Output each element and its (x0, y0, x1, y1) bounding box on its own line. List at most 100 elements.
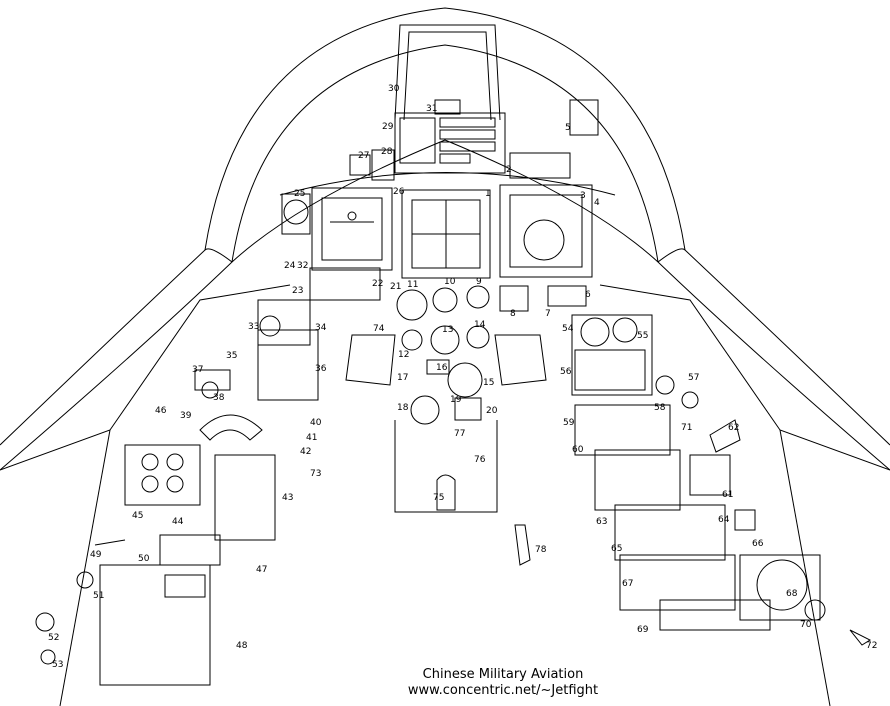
panel-28 (371, 149, 395, 181)
callout-73: 73 (310, 469, 321, 479)
callout-19: 19 (450, 395, 462, 405)
callout-29: 29 (382, 122, 394, 132)
callout-31: 31 (426, 104, 437, 114)
callout-20: 20 (486, 406, 498, 416)
side-consoles (0, 284, 890, 706)
callout-11: 11 (407, 280, 418, 290)
callout-36: 36 (315, 364, 327, 374)
callout-44: 44 (172, 517, 184, 527)
callout-22: 22 (372, 279, 383, 289)
callout-69: 69 (637, 625, 649, 635)
callout-53: 53 (52, 660, 63, 670)
leg-rest-pads (345, 334, 547, 386)
callout-40: 40 (310, 418, 322, 428)
callout-9: 9 (476, 277, 482, 287)
callout-45: 45 (132, 511, 143, 521)
callout-21: 21 (390, 282, 401, 292)
callout-60: 60 (572, 445, 584, 455)
callout-33: 33 (248, 322, 259, 332)
credit-title: Chinese Military Aviation (422, 667, 584, 682)
center-mfd (401, 189, 491, 279)
callout-48: 48 (236, 641, 248, 651)
callout-28: 28 (381, 147, 393, 157)
callout-34: 34 (315, 323, 327, 333)
callout-18: 18 (397, 403, 409, 413)
callout-46: 46 (155, 406, 167, 416)
callout-63: 63 (596, 517, 607, 527)
hud-frame (394, 24, 501, 121)
callout-7: 7 (545, 309, 551, 319)
callout-72: 72 (866, 641, 877, 651)
callout-61: 61 (722, 490, 733, 500)
callout-59: 59 (563, 418, 575, 428)
callout-68: 68 (786, 589, 798, 599)
left-mfd (311, 187, 393, 271)
callout-39: 39 (180, 411, 192, 421)
callout-10: 10 (444, 277, 456, 287)
callout-56: 56 (560, 367, 572, 377)
panel-5 (569, 99, 599, 136)
callout-49: 49 (90, 550, 102, 560)
callout-12: 12 (398, 350, 409, 360)
callout-4: 4 (594, 198, 600, 208)
center-instruments (396, 285, 490, 425)
credit-url: www.concentric.net/~Jetfight (407, 683, 599, 698)
callout-58: 58 (654, 403, 666, 413)
callout-32: 32 (297, 261, 308, 271)
callout-3: 3 (580, 191, 586, 201)
callout-47: 47 (256, 565, 267, 575)
callout-37: 37 (192, 365, 203, 375)
callout-41: 41 (306, 433, 317, 443)
callout-52: 52 (48, 633, 59, 643)
callout-42: 42 (300, 447, 311, 457)
callout-23: 23 (292, 286, 303, 296)
callout-6: 6 (585, 290, 591, 300)
callout-5: 5 (565, 123, 571, 133)
callout-54: 54 (562, 324, 574, 334)
callout-70: 70 (800, 620, 812, 630)
callout-24: 24 (284, 261, 296, 271)
callout-26: 26 (393, 187, 405, 197)
callout-8: 8 (510, 309, 516, 319)
center-pedestal (394, 420, 498, 513)
callout-30: 30 (388, 84, 400, 94)
gauge-25-icon (283, 199, 309, 225)
callout-65: 65 (611, 544, 622, 554)
callout-64: 64 (718, 515, 730, 525)
callout-71: 71 (681, 423, 692, 433)
callout-15: 15 (483, 378, 494, 388)
control-stick (514, 524, 531, 566)
callout-78: 78 (535, 545, 547, 555)
callout-74: 74 (373, 324, 385, 334)
callout-57: 57 (688, 373, 699, 383)
callout-77: 77 (454, 429, 465, 439)
panel-6 (547, 285, 587, 307)
callout-14: 14 (474, 320, 486, 330)
callout-16: 16 (436, 363, 448, 373)
right-console-panels (571, 314, 872, 646)
panel-27 (349, 154, 371, 176)
right-mfd (499, 184, 593, 278)
callout-35: 35 (226, 351, 237, 361)
callout-50: 50 (138, 554, 150, 564)
callout-51: 51 (93, 591, 104, 601)
panel-2 (509, 152, 571, 179)
callout-27: 27 (358, 151, 369, 161)
callout-75: 75 (433, 493, 444, 503)
callout-38: 38 (213, 393, 225, 403)
panel-22 (309, 267, 381, 301)
callout-67: 67 (622, 579, 633, 589)
callout-25: 25 (294, 189, 305, 199)
left-console-panels (35, 299, 319, 686)
callout-55: 55 (637, 331, 648, 341)
seat-handle (436, 474, 456, 511)
callout-76: 76 (474, 455, 486, 465)
callout-62: 62 (728, 423, 739, 433)
callout-1: 1 (485, 189, 491, 199)
callout-2: 2 (506, 165, 512, 175)
panel-25 (281, 193, 311, 235)
panel-8 (499, 285, 529, 312)
